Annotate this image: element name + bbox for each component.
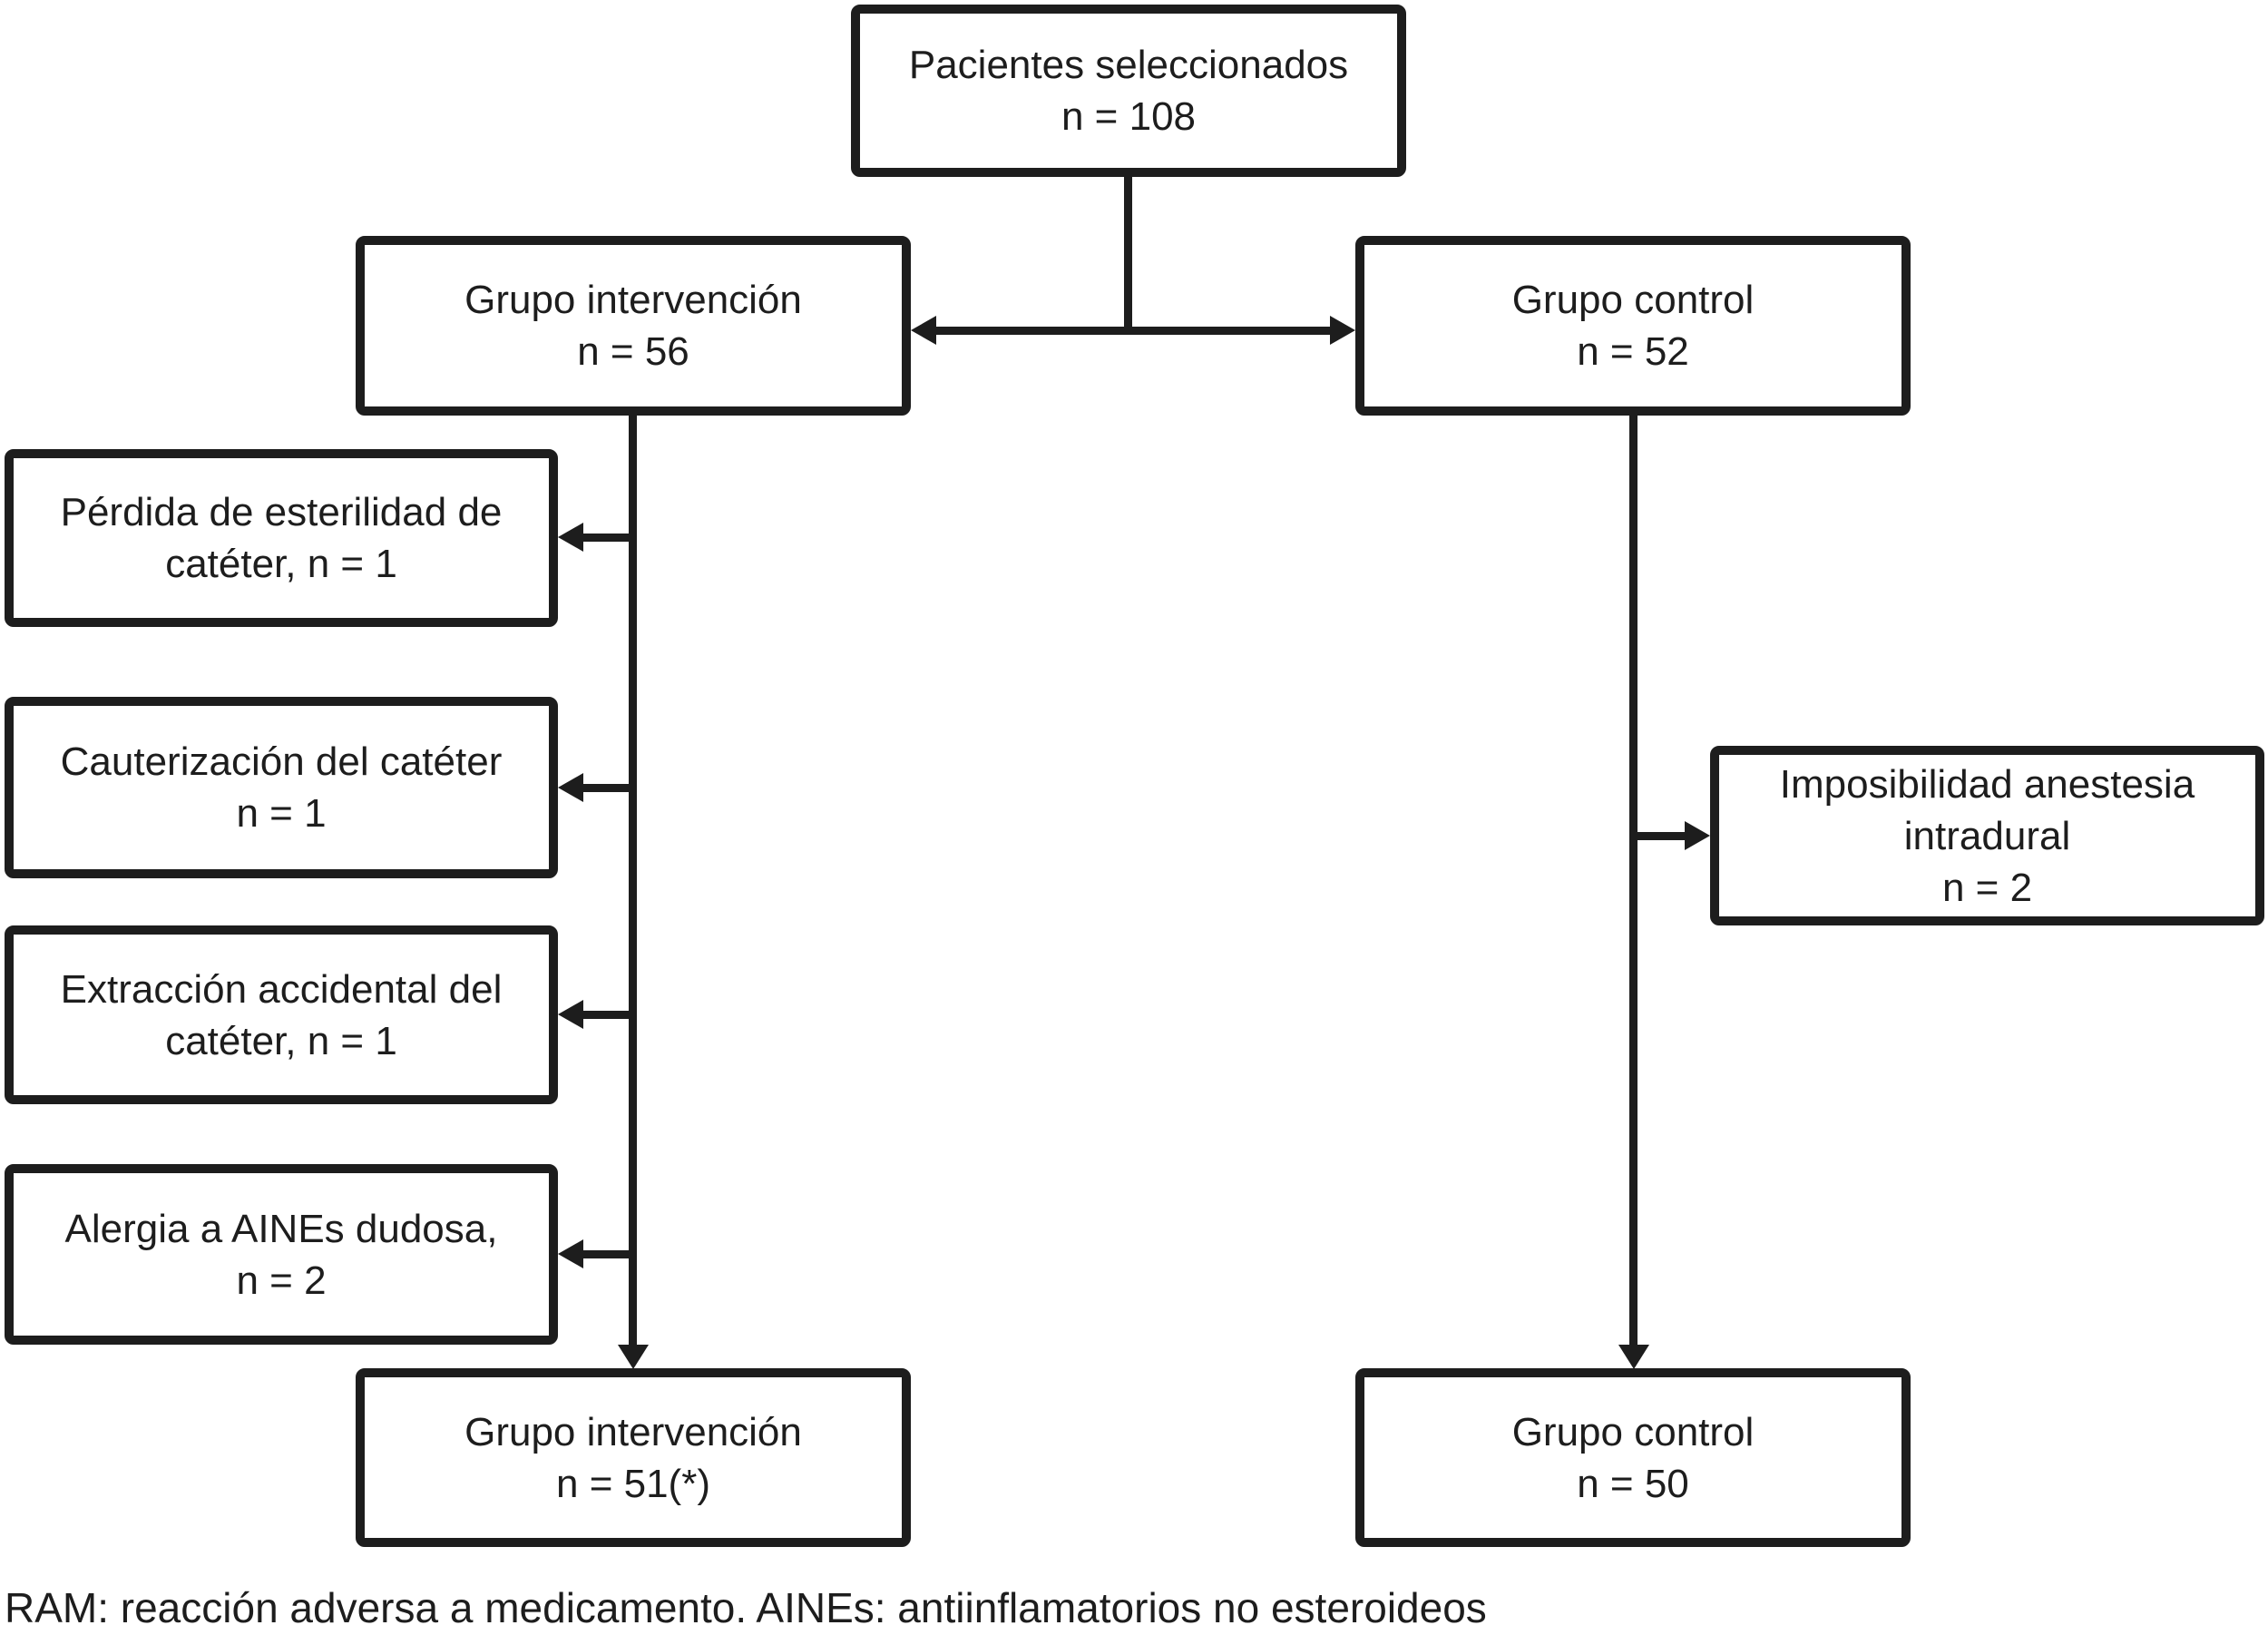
node-exclusion-extraction: Extracción accidental del catéter, n = 1 <box>5 925 558 1104</box>
connector-exclusion-extraction <box>581 1011 637 1019</box>
node-exclusion-anesthesia-count: n = 2 <box>1941 865 2033 910</box>
node-exclusion-cauterization: Cauterización del catéter n = 1 <box>5 697 558 878</box>
arrow-left-into-exclusion-cauterization-icon <box>558 773 583 802</box>
node-exclusion-cauterization-line1: Cauterización del catéter <box>60 739 503 784</box>
node-control-final: Grupo control n = 50 <box>1355 1368 1911 1547</box>
connector-intervention-drop <box>629 416 637 1348</box>
connector-stem <box>1124 172 1132 335</box>
arrow-down-into-intervention-final-icon <box>618 1345 649 1369</box>
connector-split <box>934 327 1332 335</box>
node-patients-selected: Pacientes seleccionados n = 108 <box>851 5 1406 177</box>
node-exclusion-anesthesia-line1: Imposibilidad anestesia <box>1779 761 2195 807</box>
node-exclusion-allergy-line2: n = 2 <box>236 1258 327 1303</box>
node-exclusion-extraction-line2: catéter, n = 1 <box>165 1018 397 1063</box>
node-control-final-label: Grupo control <box>1511 1409 1755 1454</box>
node-patients-selected-label: Pacientes seleccionados <box>908 43 1349 87</box>
arrow-down-into-control-final-icon <box>1618 1345 1649 1369</box>
connector-exclusion-anesthesia <box>1633 832 1687 840</box>
node-intervention-group: Grupo intervención n = 56 <box>356 236 911 416</box>
node-intervention-final: Grupo intervención n = 51(*) <box>356 1368 911 1547</box>
connector-exclusion-cauterization <box>581 784 637 792</box>
figure-footnote: RAM: reacción adversa a medicamento. AIN… <box>5 1584 1487 1631</box>
node-exclusion-anesthesia-line2: intradural <box>1903 813 2071 858</box>
node-control-group-count: n = 52 <box>1577 329 1689 374</box>
arrow-left-into-exclusion-extraction-icon <box>558 1000 583 1029</box>
node-control-group: Grupo control n = 52 <box>1355 236 1911 416</box>
node-exclusion-sterility: Pérdida de esterilidad de catéter, n = 1 <box>5 449 558 627</box>
arrow-right-into-control-icon <box>1330 316 1355 345</box>
node-control-group-label: Grupo control <box>1511 278 1755 322</box>
arrow-left-into-intervention-icon <box>911 316 936 345</box>
node-exclusion-extraction-line1: Extracción accidental del <box>60 966 503 1012</box>
arrow-right-into-exclusion-anesthesia-icon <box>1685 821 1710 850</box>
node-exclusion-allergy-line1: Alergia a AINEs dudosa, <box>64 1206 498 1251</box>
node-intervention-group-label: Grupo intervención <box>464 278 802 322</box>
node-control-final-count: n = 50 <box>1577 1461 1689 1506</box>
node-exclusion-cauterization-line2: n = 1 <box>236 791 327 836</box>
node-patients-selected-count: n = 108 <box>1061 94 1197 139</box>
node-exclusion-anesthesia: Imposibilidad anestesia intradural n = 2 <box>1710 746 2264 925</box>
node-intervention-group-count: n = 56 <box>577 329 689 374</box>
arrow-left-into-exclusion-sterility-icon <box>558 523 583 552</box>
node-exclusion-sterility-line1: Pérdida de esterilidad de <box>60 490 503 534</box>
connector-exclusion-sterility <box>581 534 637 542</box>
arrow-left-into-exclusion-allergy-icon <box>558 1239 583 1268</box>
node-exclusion-allergy: Alergia a AINEs dudosa, n = 2 <box>5 1164 558 1345</box>
connector-exclusion-allergy <box>581 1250 637 1258</box>
node-intervention-final-label: Grupo intervención <box>464 1409 802 1454</box>
node-exclusion-sterility-line2: catéter, n = 1 <box>165 542 397 586</box>
node-intervention-final-count: n = 51(*) <box>556 1461 710 1506</box>
connector-control-drop <box>1629 416 1637 1348</box>
